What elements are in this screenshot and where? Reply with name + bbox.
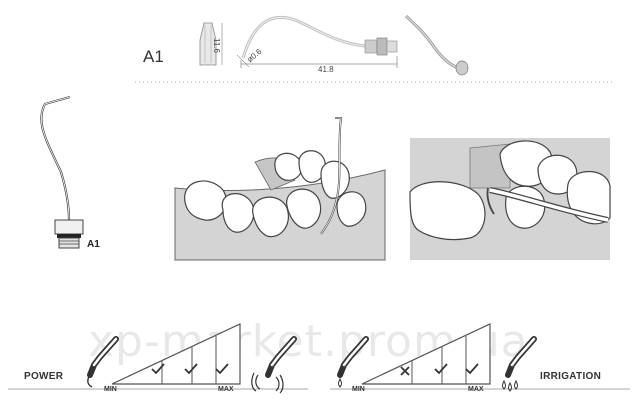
power-baseline bbox=[8, 388, 308, 390]
irrigation-handpiece-max-icon bbox=[502, 336, 537, 392]
power-min-label: MIN bbox=[104, 386, 117, 393]
irrigation-label: IRRIGATION bbox=[540, 371, 602, 382]
irrigation-min-label: MIN bbox=[352, 386, 365, 393]
irrigation-handpiece-min-icon bbox=[337, 336, 369, 388]
tip-label: A1 bbox=[87, 239, 100, 250]
dim-height: 11.6 bbox=[212, 38, 221, 53]
tip-perspective-drawing bbox=[404, 14, 469, 76]
irrigation-level-triangle bbox=[361, 323, 491, 385]
dim-length: 41.8 bbox=[318, 65, 334, 74]
teeth-illustration-front bbox=[174, 117, 386, 261]
power-label: POWER bbox=[24, 371, 64, 382]
model-code: A1 bbox=[143, 47, 164, 66]
power-level-2-check-icon bbox=[151, 363, 165, 375]
power-handpiece-max-icon bbox=[251, 336, 297, 394]
irrigation-level-3-check-icon bbox=[434, 363, 448, 375]
power-max-label: MAX bbox=[218, 386, 234, 393]
power-handpiece-min-icon bbox=[87, 336, 119, 388]
power-level-3-check-icon bbox=[184, 363, 198, 375]
tip-profile-drawing bbox=[236, 15, 398, 68]
irrigation-baseline bbox=[330, 388, 630, 390]
dotted-separator bbox=[135, 81, 613, 83]
irrigation-level-4-check-icon bbox=[465, 363, 479, 375]
teeth-illustration-side bbox=[409, 138, 611, 260]
power-level-4-check-icon bbox=[215, 363, 229, 375]
tip-base-drawing bbox=[199, 22, 223, 66]
irrigation-level-2-cross-icon bbox=[400, 366, 410, 376]
tip-a1-drawing bbox=[40, 95, 84, 249]
power-level-triangle bbox=[111, 323, 241, 385]
irrigation-max-label: MAX bbox=[468, 386, 484, 393]
